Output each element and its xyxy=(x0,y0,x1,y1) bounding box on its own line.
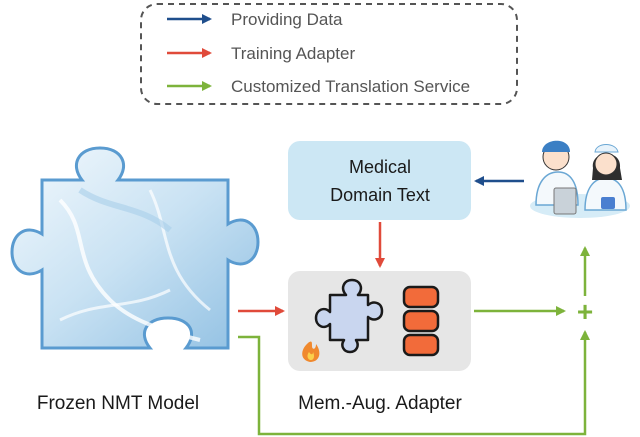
combine-plus: + xyxy=(577,296,593,327)
frozen-model-label: Frozen NMT Model xyxy=(37,393,199,414)
doctor-nurse-icon xyxy=(530,140,630,218)
legend-frame xyxy=(140,3,518,105)
memory-stack-icon xyxy=(402,285,440,357)
adapter-label: Mem.-Aug. Adapter xyxy=(298,393,462,414)
legend: Providing Data Training Adapter Customiz… xyxy=(140,3,518,105)
legend-label-service: Customized Translation Service xyxy=(231,77,470,96)
domain-text-node: Medical Domain Text xyxy=(288,141,471,220)
legend-item-training: Training Adapter xyxy=(167,44,355,63)
frozen-puzzle-icon xyxy=(10,146,260,350)
domain-text-line2: Domain Text xyxy=(330,185,430,205)
domain-text-box xyxy=(288,141,471,220)
domain-text-line1: Medical xyxy=(349,157,411,177)
legend-label-providing: Providing Data xyxy=(231,10,343,29)
fire-icon xyxy=(302,341,320,362)
puzzle-piece-icon xyxy=(314,278,384,354)
legend-item-providing: Providing Data xyxy=(167,10,343,29)
adapter-node xyxy=(288,271,471,371)
arrow-model-to-plus xyxy=(238,330,590,436)
legend-label-training: Training Adapter xyxy=(231,44,355,63)
legend-item-service: Customized Translation Service xyxy=(167,77,470,96)
